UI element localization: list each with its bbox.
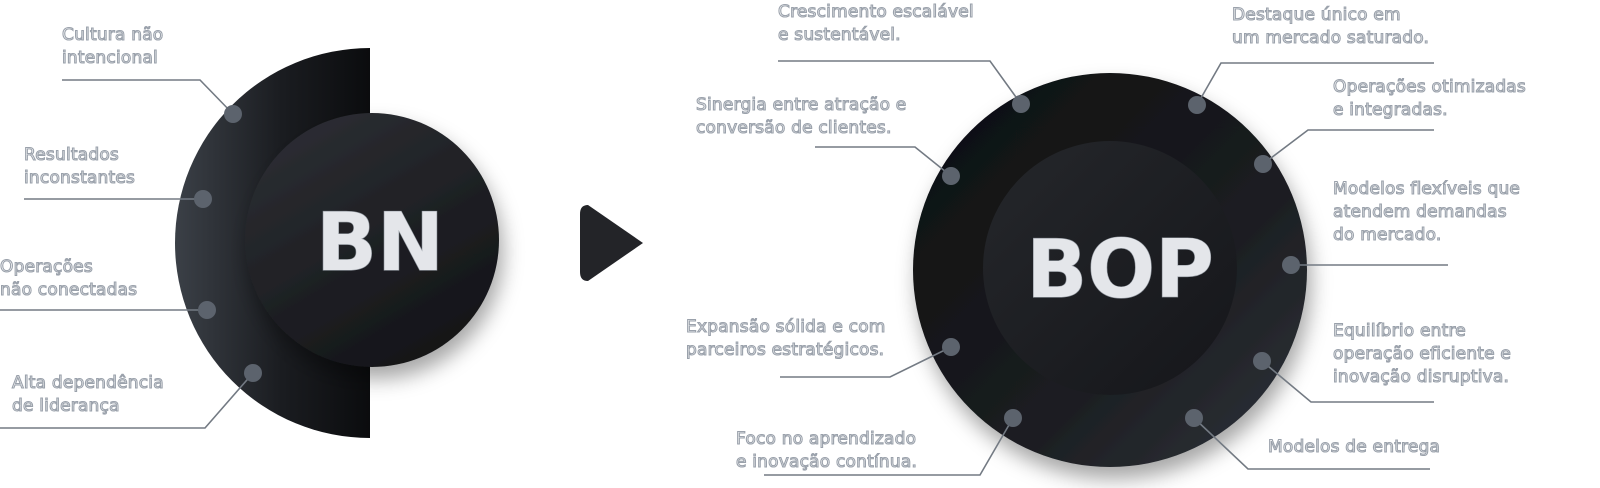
play-arrow-icon <box>580 205 643 281</box>
bop-destaque-dot <box>1188 96 1206 114</box>
bop-entrega-dot <box>1185 409 1203 427</box>
bop-equilibrio-line <box>1261 360 1434 403</box>
bop-operacoes-dot <box>1254 155 1272 173</box>
bop-modelos-flex-dot <box>1282 256 1300 274</box>
bop-expansao-line <box>780 346 952 378</box>
bop-label-modelos-entrega: Modelos de entrega <box>1267 436 1441 457</box>
bop-crescimento-dot <box>1012 95 1030 113</box>
bn-alta-dot <box>244 364 262 382</box>
bop-equilibrio-dot <box>1253 352 1271 370</box>
bn-connectors <box>0 79 262 429</box>
bn-cultura-line <box>62 79 234 115</box>
bn-title: BN <box>316 196 444 289</box>
bop-entrega-line <box>1193 417 1430 470</box>
bop-title: BOP <box>1026 223 1214 316</box>
bop-operacoes-line <box>1262 129 1434 165</box>
bn-cultura-dot <box>224 105 242 123</box>
bn-alta-line <box>0 372 254 429</box>
bop-crescimento-line <box>778 60 1022 105</box>
bop-center-circle <box>983 141 1237 395</box>
bn-center-circle <box>245 113 499 367</box>
bop-expansao-dot <box>942 338 960 356</box>
bop-foco-line <box>764 417 1014 476</box>
bop-sinergia-dot <box>942 167 960 185</box>
bop-destaque-line <box>1196 62 1434 106</box>
bop-connectors <box>764 60 1448 476</box>
bop-sinergia-line <box>815 146 952 177</box>
bn-operacoes-dot <box>198 301 216 319</box>
bop-foco-dot <box>1004 409 1022 427</box>
bn-resultados-dot <box>194 190 212 208</box>
